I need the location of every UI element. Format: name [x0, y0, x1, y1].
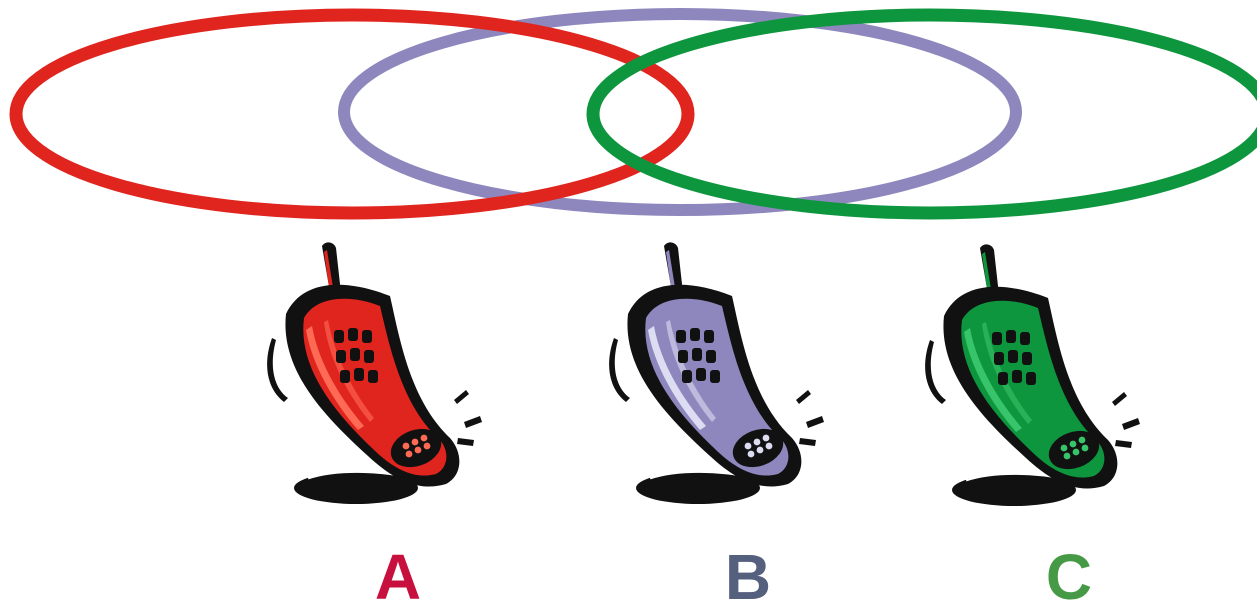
label-b: B	[725, 541, 771, 602]
phone-b-icon	[609, 242, 824, 504]
rings	[16, 14, 1257, 213]
phone-a-icon	[267, 242, 482, 504]
phone-c-icon	[925, 244, 1140, 506]
label-a: A	[375, 541, 421, 602]
label-c: C	[1046, 541, 1092, 602]
